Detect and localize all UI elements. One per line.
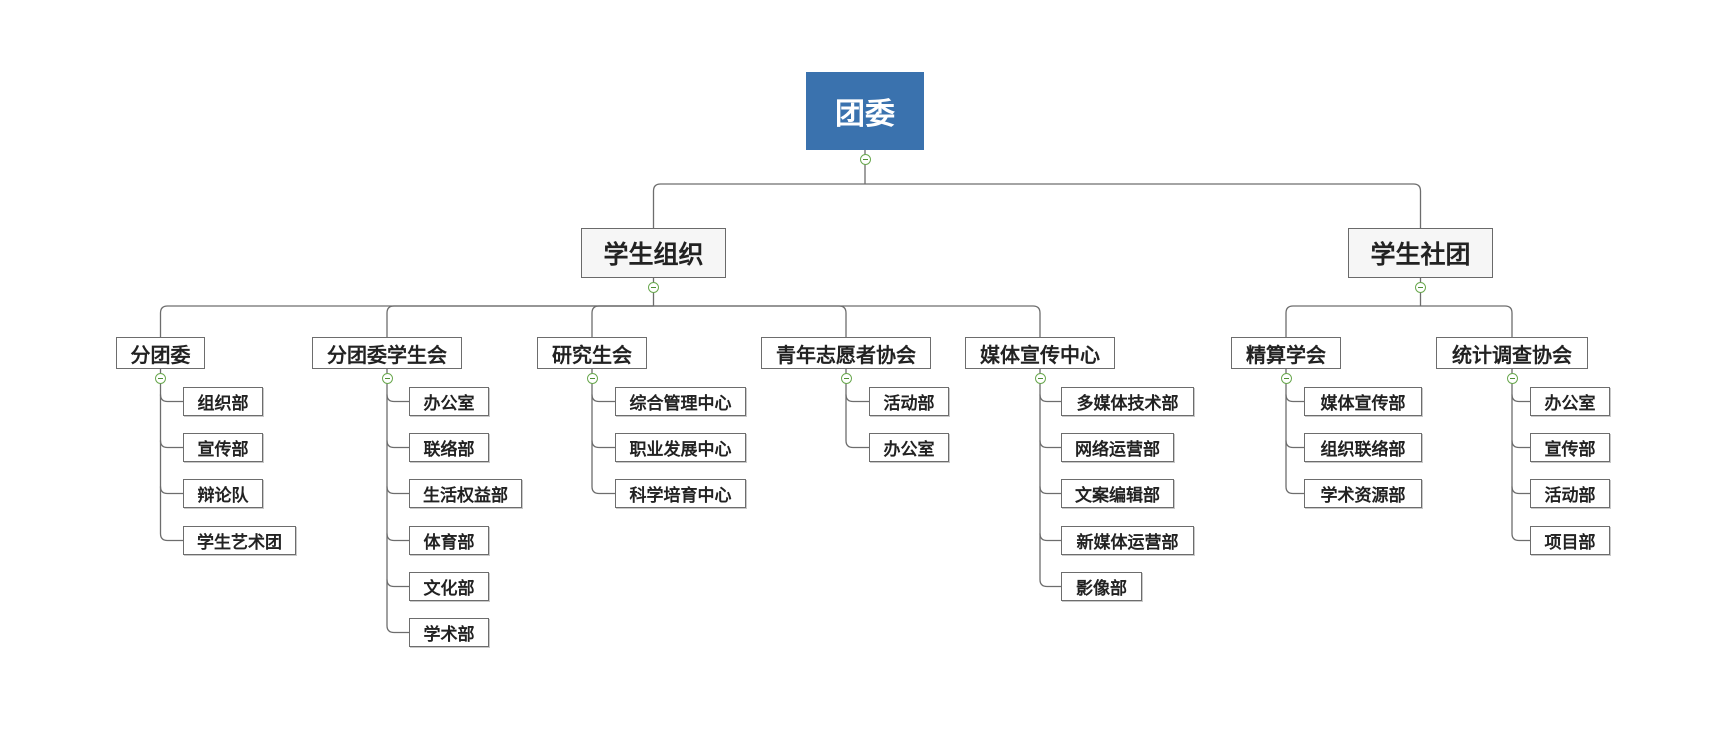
- connector-line: [845, 440, 869, 449]
- node-leaf[interactable]: 活动部: [1530, 479, 1610, 508]
- connector-line: [1285, 440, 1304, 449]
- connector-line: [1285, 486, 1304, 495]
- connector-line: [386, 305, 654, 337]
- node-branch-youth-league[interactable]: 分团委: [116, 337, 205, 369]
- node-leaf[interactable]: 科学培育中心: [615, 479, 746, 508]
- node-leaf[interactable]: 多媒体技术部: [1061, 387, 1194, 416]
- node-leaf[interactable]: 活动部: [869, 387, 949, 416]
- node-volunteer-association[interactable]: 青年志愿者协会: [761, 337, 931, 369]
- collapse-toggle-icon[interactable]: [1034, 373, 1046, 384]
- node-leaf[interactable]: 职业发展中心: [615, 433, 746, 462]
- node-leaf[interactable]: 文化部: [409, 572, 489, 601]
- connector-line: [1039, 533, 1061, 542]
- connector-line: [1511, 440, 1530, 449]
- connector-line: [845, 394, 869, 403]
- connector-line: [1039, 486, 1061, 495]
- node-leaf[interactable]: 媒体宣传部: [1304, 387, 1422, 416]
- collapse-toggle-icon[interactable]: [840, 373, 852, 384]
- node-actuarial-society[interactable]: 精算学会: [1231, 337, 1341, 369]
- connector-line: [1039, 579, 1061, 588]
- node-graduate-union[interactable]: 研究生会: [537, 337, 647, 369]
- node-student-organizations[interactable]: 学生组织: [581, 228, 726, 278]
- node-leaf[interactable]: 项目部: [1530, 526, 1610, 555]
- node-student-clubs[interactable]: 学生社团: [1348, 228, 1493, 278]
- connector-line: [386, 486, 409, 495]
- collapse-toggle-icon[interactable]: [586, 373, 598, 384]
- connector-line: [1511, 394, 1530, 403]
- node-branch-student-union[interactable]: 分团委学生会: [312, 337, 462, 369]
- connector-line: [1285, 394, 1304, 403]
- connector-line: [591, 394, 615, 403]
- connector-line: [1285, 305, 1421, 337]
- connector-line: [159, 533, 183, 542]
- node-leaf[interactable]: 学术资源部: [1304, 479, 1422, 508]
- node-leaf[interactable]: 生活权益部: [409, 479, 522, 508]
- connector-line: [159, 305, 654, 337]
- node-leaf[interactable]: 文案编辑部: [1061, 479, 1174, 508]
- node-leaf[interactable]: 组织联络部: [1304, 433, 1422, 462]
- connector-line: [1511, 486, 1530, 495]
- node-leaf[interactable]: 办公室: [869, 433, 949, 462]
- connector-line: [1420, 305, 1513, 337]
- node-leaf[interactable]: 组织部: [183, 387, 263, 416]
- connector-line: [1511, 533, 1530, 542]
- collapse-toggle-icon[interactable]: [648, 282, 659, 293]
- connector-line: [1039, 440, 1061, 449]
- node-leaf[interactable]: 影像部: [1061, 572, 1142, 601]
- node-leaf[interactable]: 体育部: [409, 526, 489, 555]
- connector-line: [386, 579, 409, 588]
- node-leaf[interactable]: 办公室: [409, 387, 489, 416]
- connector-line: [159, 394, 183, 403]
- node-statistics-survey-association[interactable]: 统计调查协会: [1436, 337, 1588, 369]
- connector-line: [653, 305, 1041, 337]
- collapse-toggle-icon[interactable]: [859, 154, 871, 165]
- connector-line: [386, 533, 409, 542]
- node-leaf[interactable]: 辩论队: [183, 479, 263, 508]
- collapse-toggle-icon[interactable]: [1506, 373, 1518, 384]
- node-leaf[interactable]: 宣传部: [1530, 433, 1610, 462]
- connector-line: [1039, 394, 1061, 403]
- node-leaf[interactable]: 新媒体运营部: [1061, 526, 1194, 555]
- connector-line: [386, 394, 409, 403]
- node-leaf[interactable]: 学术部: [409, 618, 489, 647]
- node-leaf[interactable]: 网络运营部: [1061, 433, 1174, 462]
- collapse-toggle-icon[interactable]: [155, 373, 166, 384]
- node-leaf[interactable]: 办公室: [1530, 387, 1610, 416]
- connector-line: [386, 440, 409, 449]
- node-root[interactable]: 团委: [806, 72, 924, 150]
- connector-line: [159, 440, 183, 449]
- connector-line: [159, 486, 183, 495]
- collapse-toggle-icon[interactable]: [1415, 282, 1426, 293]
- node-leaf[interactable]: 宣传部: [183, 433, 263, 462]
- connector-line: [591, 305, 654, 337]
- connector-line: [653, 305, 847, 337]
- collapse-toggle-icon[interactable]: [381, 373, 393, 384]
- connector-line: [865, 183, 1422, 228]
- connector-line: [652, 183, 865, 228]
- node-leaf[interactable]: 学生艺术团: [183, 526, 296, 555]
- node-leaf[interactable]: 综合管理中心: [615, 387, 746, 416]
- connector-line: [386, 625, 409, 634]
- node-media-center[interactable]: 媒体宣传中心: [965, 337, 1115, 369]
- connector-line: [591, 486, 615, 495]
- collapse-toggle-icon[interactable]: [1280, 373, 1292, 384]
- connector-line: [591, 440, 615, 449]
- node-leaf[interactable]: 联络部: [409, 433, 489, 462]
